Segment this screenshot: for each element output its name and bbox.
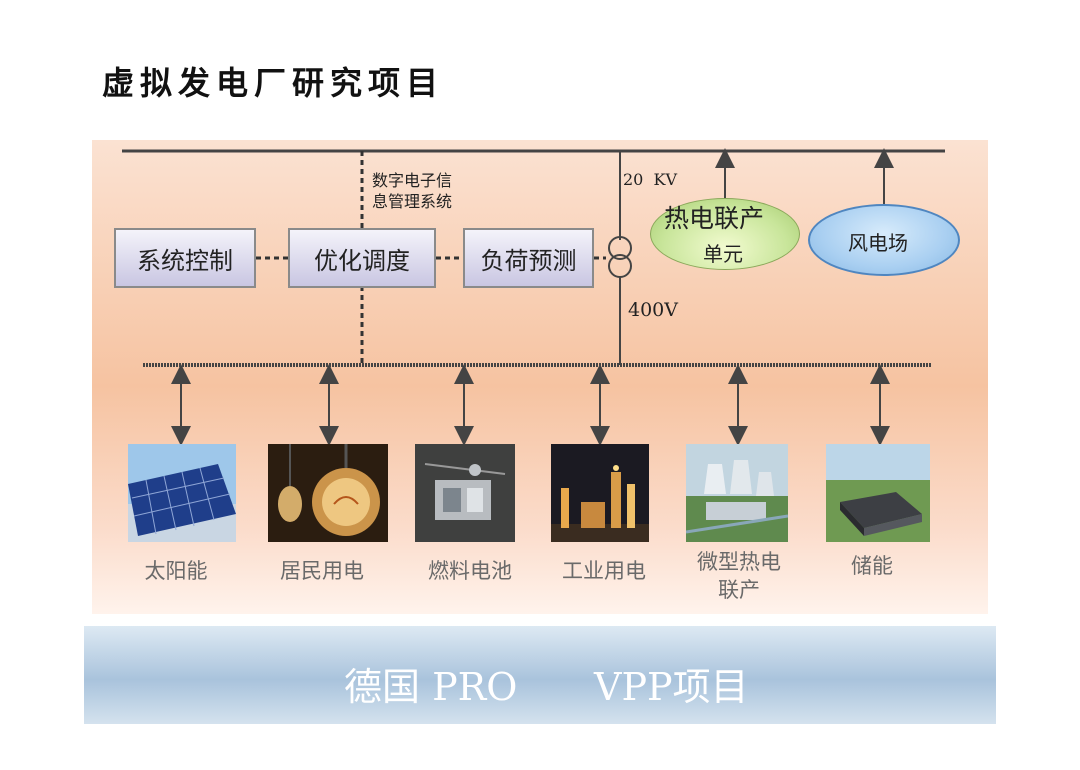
info-system-line2: 息管理系统 (372, 191, 452, 212)
chp-unit-label-line2: 单元 (703, 238, 743, 267)
info-system-label: 数字电子信 息管理系统 (372, 170, 452, 212)
optimal-dispatch-box: 优化调度 (288, 228, 436, 288)
fuel-cell-photo (415, 444, 515, 542)
device-label-storage: 储能 (802, 552, 942, 580)
industrial-plant-photo (551, 444, 649, 542)
solar-panel-photo (128, 444, 236, 542)
wind-farm-label: 风电场 (848, 227, 908, 256)
power-plant-photo (686, 444, 788, 542)
device-label-micro-chp-line2: 联产 (669, 576, 809, 604)
info-system-line1: 数字电子信 (372, 170, 452, 191)
device-label-micro-chp: 微型热电 联产 (669, 548, 809, 604)
banner-right-text: VPP项目 (594, 656, 749, 711)
chp-unit-label-line1: 热电联产 (664, 199, 764, 235)
banner-left-text: 德国 PRO (344, 656, 517, 711)
load-forecast-box: 负荷预测 (463, 228, 594, 288)
device-label-residential: 居民用电 (252, 557, 392, 585)
device-label-fuel-cell: 燃料电池 (400, 557, 540, 585)
footer-banner-text: 德国 PRO VPP项目 (84, 626, 996, 724)
system-control-box: 系统控制 (114, 228, 256, 288)
device-label-industrial: 工业用电 (534, 557, 674, 585)
light-bulb-photo (268, 444, 388, 542)
device-label-solar: 太阳能 (106, 557, 246, 585)
voltage-400v-label: 400V (628, 300, 678, 321)
storage-facility-photo (826, 444, 930, 542)
device-label-micro-chp-line1: 微型热电 (669, 548, 809, 576)
voltage-20kv-label: 20 KV (623, 169, 677, 190)
